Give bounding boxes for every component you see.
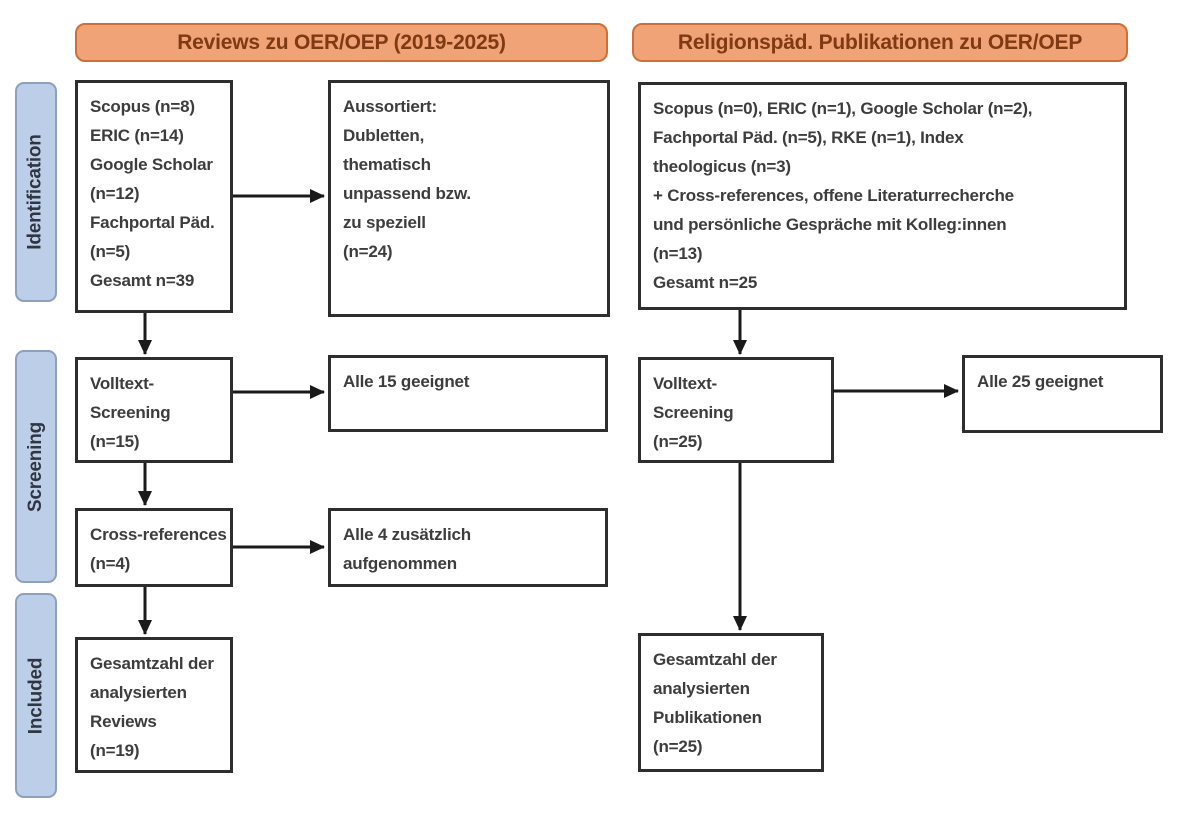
box-left-volltext-line: Volltext- [90,374,155,393]
box-right-sources-line: Gesamt n=25 [653,273,758,292]
box-right-sources-line: theologicus (n=3) [653,157,791,176]
box-left-gesamtzahl-line: analysierten [90,683,187,702]
box-right-gesamtzahl-line: (n=25) [653,737,703,756]
box-left-volltext-screening: Volltext- Screening (n=15) [75,357,233,463]
box-right-volltext-line: Screening [653,403,734,422]
stage-label-identification: Identification [15,82,57,302]
box-left-sources-line: Gesamt n=39 [90,271,195,290]
box-right-gesamtzahl-line: Gesamtzahl der [653,650,777,669]
stage-label-screening: Screening [15,350,57,583]
box-left-sources-line: (n=5) [90,242,131,261]
box-aussortiert-line: zu speziell [343,213,426,232]
box-left-gesamtzahl: Gesamtzahl der analysierten Reviews (n=1… [75,637,233,773]
stage-label-screening-text: Screening [25,421,47,512]
column-header-religionspaed: Religionspäd. Publikationen zu OER/OEP [632,23,1128,62]
box-right-gesamtzahl: Gesamtzahl der analysierten Publikatione… [638,633,824,772]
box-left-sources-line: Scopus (n=8) [90,97,195,116]
box-left-sources: Scopus (n=8) ERIC (n=14) Google Scholar … [75,80,233,313]
box-aussortiert: Aussortiert: Dubletten, thematisch unpas… [328,80,610,317]
box-cross-references: Cross-references (n=4) [75,508,233,587]
box-left-volltext-line: Screening [90,403,171,422]
box-right-sources-line: (n=13) [653,244,703,263]
box-alle-25-geeignet: Alle 25 geeignet [962,355,1163,433]
column-header-reviews: Reviews zu OER/OEP (2019-2025) [75,23,608,62]
box-aussortiert-line: Aussortiert: [343,97,437,116]
box-right-volltext-line: (n=25) [653,432,703,451]
box-right-sources-line: und persönliche Gespräche mit Kolleg:inn… [653,215,1007,234]
box-aussortiert-line: unpassend bzw. [343,184,471,203]
box-cross-references-line: Cross-references [90,525,227,544]
box-right-volltext-line: Volltext- [653,374,718,393]
box-left-volltext-line: (n=15) [90,432,140,451]
box-left-sources-line: ERIC (n=14) [90,126,184,145]
box-alle-4-line: Alle 4 zusätzlich [343,525,471,544]
box-left-gesamtzahl-line: (n=19) [90,741,140,760]
box-cross-references-line: (n=4) [90,554,131,573]
box-left-gesamtzahl-line: Reviews [90,712,157,731]
box-right-gesamtzahl-line: analysierten [653,679,750,698]
box-aussortiert-line: (n=24) [343,242,393,261]
box-left-sources-line: Google Scholar [90,155,213,174]
box-alle-25-line: Alle 25 geeignet [977,372,1104,391]
box-aussortiert-line: thematisch [343,155,431,174]
box-aussortiert-line: Dubletten, [343,126,425,145]
box-alle-15-geeignet: Alle 15 geeignet [328,355,608,432]
stage-label-identification-text: Identification [25,134,47,250]
box-left-sources-line: Fachportal Päd. [90,213,215,232]
box-alle-15-line: Alle 15 geeignet [343,372,470,391]
box-alle-4-zusaetzlich: Alle 4 zusätzlich aufgenommen [328,508,608,587]
box-right-volltext-screening: Volltext- Screening (n=25) [638,357,834,463]
box-right-sources-line: Scopus (n=0), ERIC (n=1), Google Scholar… [653,99,1033,118]
box-right-sources-line: Fachportal Päd. (n=5), RKE (n=1), Index [653,128,964,147]
box-left-sources-line: (n=12) [90,184,140,203]
box-right-sources-line: + Cross-references, offene Literaturrech… [653,186,1014,205]
box-alle-4-line: aufgenommen [343,554,457,573]
box-right-sources: Scopus (n=0), ERIC (n=1), Google Scholar… [638,82,1127,310]
stage-label-included-text: Included [25,657,47,734]
box-right-gesamtzahl-line: Publikationen [653,708,762,727]
box-left-gesamtzahl-line: Gesamtzahl der [90,654,214,673]
stage-label-included: Included [15,593,57,798]
